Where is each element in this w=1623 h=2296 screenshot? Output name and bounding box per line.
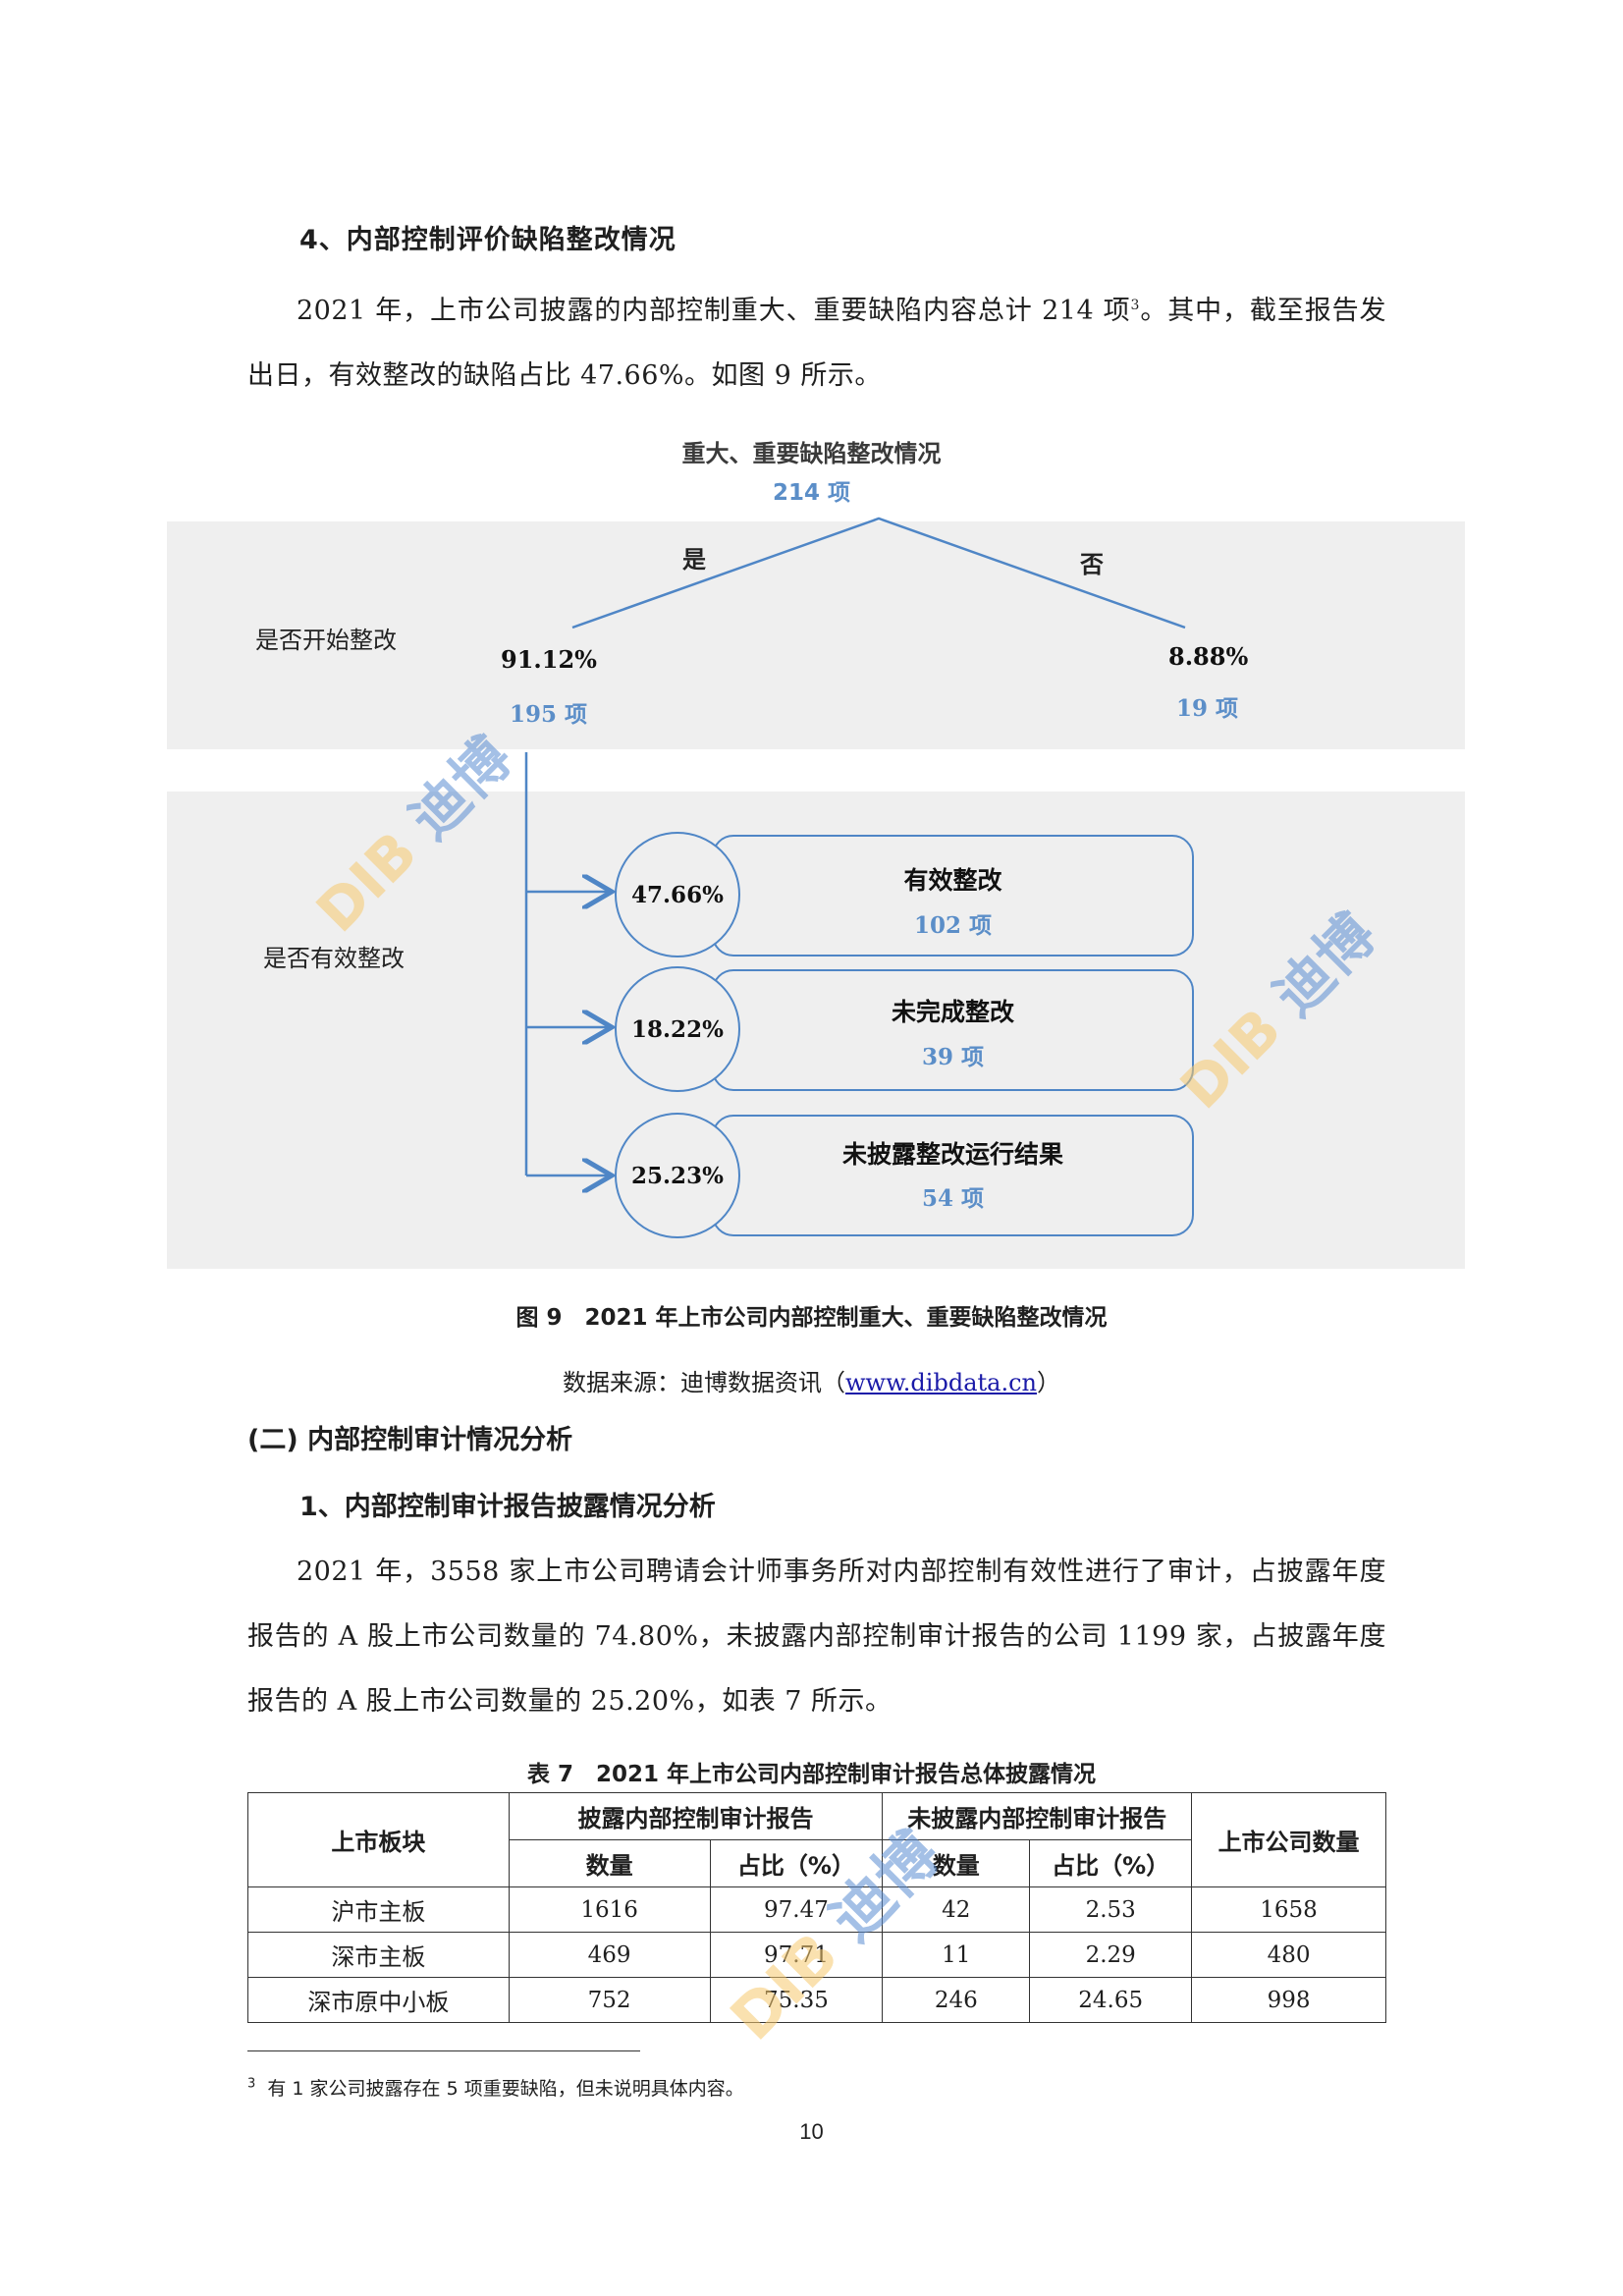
outcome-count: 39 项 — [921, 1044, 984, 1070]
yes-label: 是 — [682, 546, 706, 574]
outcome-box-effective: 有效整改 102 项 — [712, 835, 1194, 957]
cell-disclosed-ratio: 75.35 — [709, 1977, 884, 2023]
outcome-title: 未完成整改 — [891, 998, 1014, 1026]
outcome-title: 有效整改 — [903, 866, 1002, 895]
row-label-effective: 是否有效整改 — [263, 945, 405, 972]
page-number: 10 — [799, 2119, 824, 2144]
footnote-divider — [247, 2050, 640, 2051]
yes-percent: 91.12% — [501, 645, 597, 674]
table-subheader-count: 数量 — [882, 1839, 1031, 1887]
cell-undisclosed-count: 246 — [882, 1977, 1031, 2023]
cell-undisclosed-ratio: 24.65 — [1029, 1977, 1193, 2023]
outcome-percent-circle: 47.66% — [615, 832, 740, 957]
band-start — [167, 521, 1465, 749]
footnote-ref[interactable]: 3 — [1130, 298, 1140, 313]
cell-total: 480 — [1191, 1932, 1386, 1978]
cell-undisclosed-ratio: 2.29 — [1029, 1932, 1193, 1978]
outcome-count: 54 项 — [921, 1185, 984, 1212]
no-label: 否 — [1080, 551, 1104, 578]
no-percent: 8.88% — [1168, 642, 1249, 671]
cell-total: 998 — [1191, 1977, 1386, 2023]
cell-undisclosed-ratio: 2.53 — [1029, 1886, 1193, 1933]
table-header-disclosed: 披露内部控制审计报告 — [508, 1792, 884, 1840]
row-label-start: 是否开始整改 — [255, 627, 397, 654]
diagram-title: 重大、重要缺陷整改情况 — [681, 440, 942, 467]
paragraph-audit: 2021 年，3558 家上市公司聘请会计师事务所对内部控制有效性进行了审计，占… — [247, 1540, 1386, 1734]
cell-board: 深市原中小板 — [247, 1977, 510, 2023]
table-caption: 表 7 2021 年上市公司内部控制审计报告总体披露情况 — [526, 1762, 1097, 1787]
source-prefix: 数据来源：迪博数据资讯（ — [563, 1369, 846, 1396]
source-suffix: ） — [1036, 1369, 1060, 1396]
outcome-box-unfinished: 未完成整改 39 项 — [712, 969, 1194, 1091]
source-link[interactable]: www.dibdata.cn — [845, 1369, 1037, 1396]
cell-board: 沪市主板 — [247, 1886, 510, 1933]
footnote-text: 有 1 家公司披露存在 5 项重要缺陷，但未说明具体内容。 — [267, 2078, 744, 2100]
table-subheader-ratio: 占比（%） — [709, 1839, 884, 1887]
cell-undisclosed-count: 11 — [882, 1932, 1031, 1978]
cell-disclosed-count: 752 — [508, 1977, 711, 2023]
outcome-percent-circle: 25.23% — [615, 1113, 740, 1238]
cell-total: 1658 — [1191, 1886, 1386, 1933]
paragraph-defects: 2021 年，上市公司披露的内部控制重大、重要缺陷内容总计 214 项3。其中，… — [247, 273, 1386, 409]
disclosure-table: 上市板块 披露内部控制审计报告 未披露内部控制审计报告 上市公司数量 数量 占比… — [247, 1792, 1386, 2023]
outcome-count: 102 项 — [913, 912, 993, 939]
diagram-lines — [524, 517, 1186, 1277]
footnote: 3 有 1 家公司披露存在 5 项重要缺陷，但未说明具体内容。 — [247, 2074, 744, 2101]
table-header-board: 上市板块 — [247, 1792, 510, 1887]
table-subheader-count: 数量 — [508, 1839, 711, 1887]
cell-disclosed-count: 1616 — [508, 1886, 711, 1933]
figure-caption: 图 9 2021 年上市公司内部控制重大、重要缺陷整改情况 — [515, 1305, 1108, 1331]
outcome-title: 未披露整改运行结果 — [841, 1140, 1063, 1169]
yes-count: 195 项 — [510, 701, 588, 728]
table-subheader-ratio: 占比（%） — [1029, 1839, 1193, 1887]
outcome-percent-circle: 18.22% — [615, 966, 740, 1092]
table-row: 沪市主板 1616 97.47 42 2.53 1658 — [247, 1886, 1386, 1933]
footnote-mark: 3 — [247, 2076, 256, 2092]
cell-disclosed-ratio: 97.47 — [709, 1886, 884, 1933]
cell-disclosed-count: 469 — [508, 1932, 711, 1978]
cell-board: 深市主板 — [247, 1932, 510, 1978]
diagram-total: 214 项 — [772, 480, 851, 506]
subsection-heading: (二) 内部控制审计情况分析 — [247, 1425, 573, 1455]
section-heading: 4、内部控制评价缺陷整改情况 — [299, 225, 676, 255]
paragraph-text: 。其中，截至报告发出日，有效整改的缺陷占比 47.66%。如图 9 所示。 — [247, 296, 1386, 391]
no-count: 19 项 — [1176, 695, 1239, 722]
paragraph-text: 2021 年，3558 家上市公司聘请会计师事务所对内部控制有效性进行了审计，占… — [247, 1557, 1386, 1717]
outcome-box-undisclosed: 未披露整改运行结果 54 项 — [712, 1115, 1194, 1236]
table-row: 深市原中小板 752 75.35 246 24.65 998 — [247, 1977, 1386, 2023]
branch-line — [571, 517, 1186, 629]
data-source: 数据来源：迪博数据资讯（www.dibdata.cn） — [0, 1363, 1623, 1397]
table-header-undisclosed: 未披露内部控制审计报告 — [882, 1792, 1193, 1840]
table-header-total: 上市公司数量 — [1191, 1792, 1386, 1887]
subsubsection-heading: 1、内部控制审计报告披露情况分析 — [299, 1492, 716, 1522]
paragraph-text: 2021 年，上市公司披露的内部控制重大、重要缺陷内容总计 214 项 — [297, 296, 1131, 326]
